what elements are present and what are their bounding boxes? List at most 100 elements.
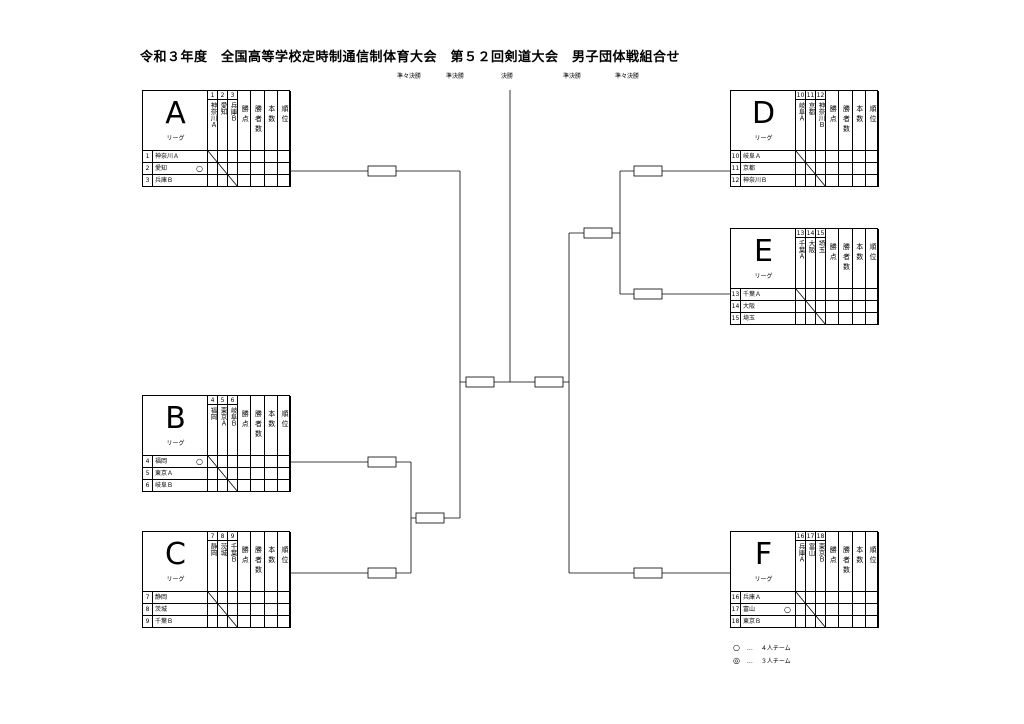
match-box-e [633, 288, 663, 300]
stat-cell [865, 313, 879, 325]
stat-column-header: 勝点 [238, 532, 252, 592]
league-sublabel: リーグ [166, 576, 185, 583]
stat-cell [839, 151, 853, 163]
stat-cell [826, 301, 840, 313]
score-cell [208, 456, 218, 468]
score-cell [816, 313, 826, 325]
stat-cell [865, 163, 879, 175]
stat-cell [865, 301, 879, 313]
team-name: 茨城 [153, 604, 208, 616]
stat-cell [251, 592, 265, 604]
match-box-d [633, 165, 663, 177]
league-sublabel: リーグ [754, 273, 773, 280]
score-cell [208, 175, 218, 187]
double-circle-icon: ◎ [733, 656, 740, 665]
match-box-bc [415, 512, 445, 524]
score-cell [796, 313, 806, 325]
stat-cell [839, 175, 853, 187]
circle-icon: ○ [733, 643, 740, 652]
stat-cell [264, 151, 278, 163]
stat-column-header: 順位 [865, 91, 879, 151]
score-cell [218, 604, 228, 616]
stat-cell [826, 604, 840, 616]
score-cell [816, 604, 826, 616]
league-letter: D [751, 96, 776, 131]
league-letter: E [754, 234, 773, 269]
team-name: 埼玉 [741, 313, 796, 325]
team-name: 京都 [741, 163, 796, 175]
legend-three-person: ◎ … ３人チーム [733, 656, 791, 665]
stat-cell [826, 175, 840, 187]
team-number: 10 [731, 151, 741, 163]
round-label-right-quarterfinal: 準々決勝 [615, 73, 640, 80]
team-name: 神奈川Ａ [153, 151, 208, 163]
score-cell [806, 604, 816, 616]
stat-cell [264, 604, 278, 616]
stat-cell [238, 456, 252, 468]
team-number: 15 [731, 313, 741, 325]
league-label: D リーグ [731, 91, 796, 151]
league-label: C リーグ [143, 532, 208, 592]
stat-cell [839, 604, 853, 616]
team-number: 17 [731, 604, 741, 616]
stat-cell [264, 480, 278, 492]
score-cell [806, 151, 816, 163]
score-cell [806, 163, 816, 175]
team-number: 16 [731, 592, 741, 604]
stat-column-header: 勝点 [238, 396, 252, 456]
stat-cell [264, 163, 278, 175]
circle-icon: ○ [196, 164, 203, 173]
score-cell [796, 592, 806, 604]
stat-cell [826, 151, 840, 163]
stat-column-header: 勝点 [826, 229, 840, 289]
league-sublabel: リーグ [754, 135, 773, 142]
stat-column-header: 順位 [277, 532, 291, 592]
stat-cell [826, 163, 840, 175]
stat-cell [238, 468, 252, 480]
stat-cell [238, 592, 252, 604]
score-cell [796, 163, 806, 175]
score-cell [218, 175, 228, 187]
score-cell [816, 592, 826, 604]
stat-column-header: 本数 [264, 532, 278, 592]
team-number: 12 [731, 175, 741, 187]
team-number: 14 [731, 301, 741, 313]
stat-cell [865, 616, 879, 628]
stat-cell [826, 289, 840, 301]
stat-cell [277, 151, 291, 163]
stat-cell [251, 468, 265, 480]
score-cell [228, 604, 238, 616]
stat-cell [277, 175, 291, 187]
stat-column-header: 順位 [277, 396, 291, 456]
stat-column-header: 勝者数 [251, 91, 265, 151]
team-number: 3 [143, 175, 153, 187]
score-cell [228, 480, 238, 492]
score-cell [816, 289, 826, 301]
stat-column-header: 順位 [277, 91, 291, 151]
stat-cell [251, 175, 265, 187]
league-letter: C [165, 537, 186, 572]
stat-cell [852, 301, 866, 313]
team-name: 東京Ａ [153, 468, 208, 480]
stat-cell [277, 480, 291, 492]
score-cell [208, 151, 218, 163]
score-cell [816, 163, 826, 175]
stat-column-header: 勝者数 [251, 532, 265, 592]
score-cell [806, 616, 816, 628]
stat-cell [852, 151, 866, 163]
stat-column-header: 勝者数 [839, 91, 853, 151]
stat-cell [251, 163, 265, 175]
score-cell [218, 151, 228, 163]
team-number: 7 [143, 592, 153, 604]
